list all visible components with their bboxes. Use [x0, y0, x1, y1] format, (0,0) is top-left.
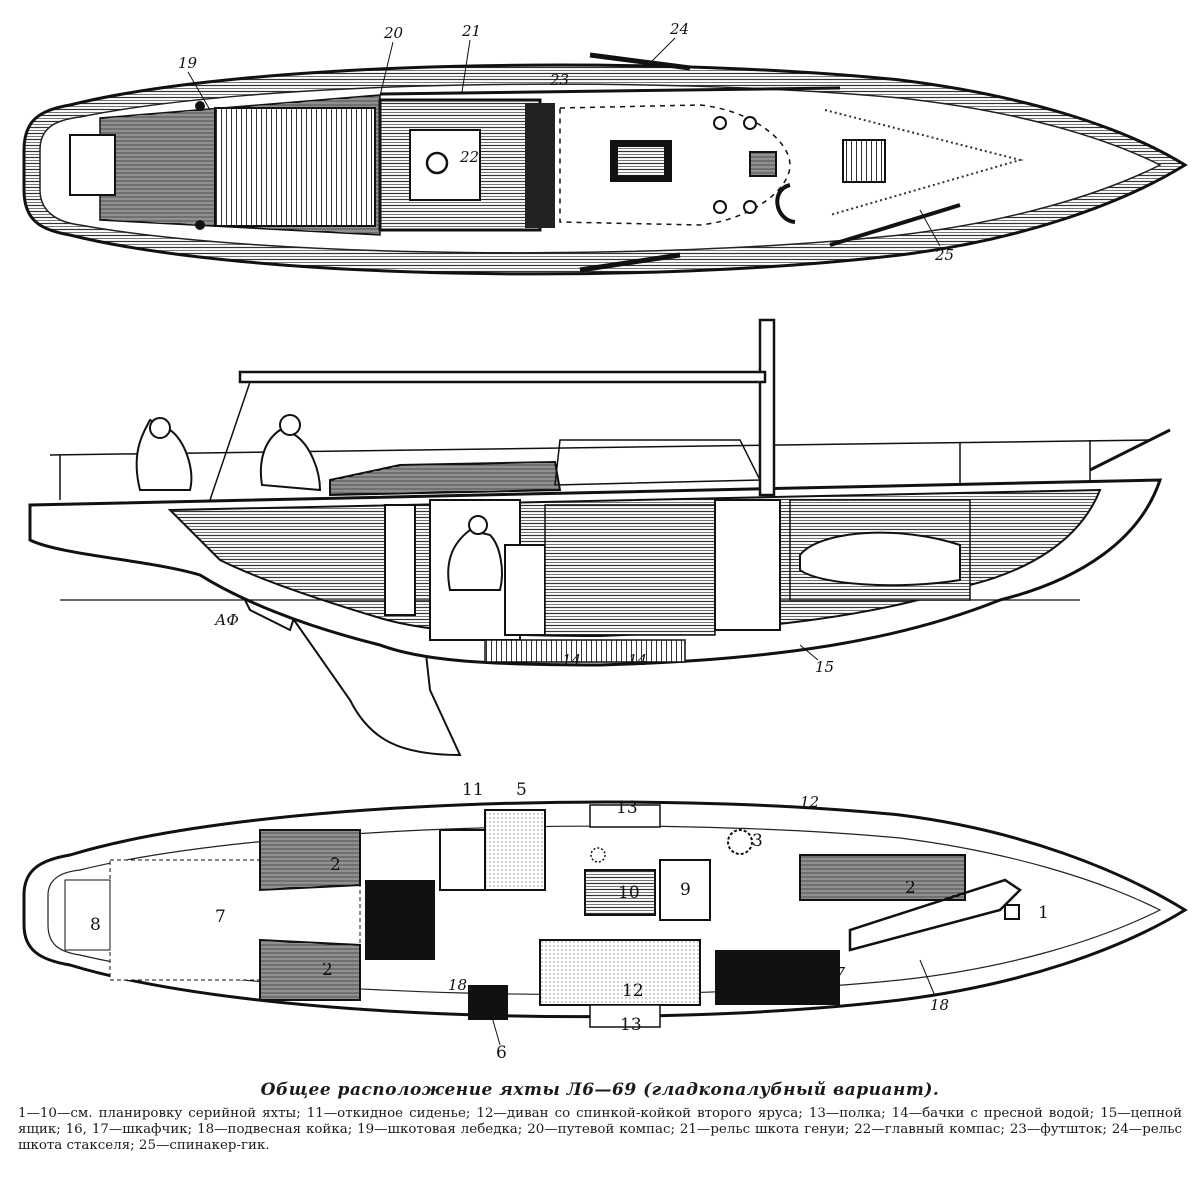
spinnaker-boom [824, 109, 1024, 216]
callout-5: 5 [516, 780, 527, 800]
bow-hatch [842, 139, 886, 183]
caption-legend: 1—10—см. планировку серийной яхты; 11—от… [18, 1106, 1182, 1153]
crew-head [149, 417, 171, 439]
callout-22: 22 [459, 148, 479, 166]
saloon-area [484, 809, 546, 891]
callout-20: 20 [383, 24, 404, 42]
callout-12-bottom: 12 [622, 981, 644, 1001]
staysail-rail-top [589, 52, 691, 71]
callout-25: 25 [934, 246, 954, 264]
mast-step [749, 151, 777, 177]
callout-8: 8 [90, 915, 101, 935]
winch-icon [195, 220, 205, 230]
callout-14: 14 [562, 651, 581, 669]
foredeck-outline [559, 104, 791, 226]
spinnaker-pole [829, 203, 961, 247]
callout-17-b: 17 [826, 964, 846, 982]
coachroof-right [525, 103, 555, 228]
main-compass-icon [425, 151, 449, 175]
fitting-icon [713, 116, 727, 130]
aft-locker [64, 879, 111, 951]
crew-member-seated [259, 428, 322, 492]
artist-signature: АФ [214, 611, 239, 629]
forward-berth-port [799, 854, 966, 901]
callout-16: 16 [757, 986, 777, 1004]
anchor-icon [775, 183, 796, 224]
callout-2-starboard: 2 [322, 960, 333, 980]
crew-head [468, 515, 488, 535]
crew-member-navigator [447, 528, 503, 591]
shelf-bottom [589, 1004, 661, 1028]
callout-11: 11 [462, 780, 484, 800]
lifeline [49, 439, 1151, 456]
callout-13: 13 [616, 798, 638, 818]
forward-hatch-inner [618, 147, 664, 175]
hammock [848, 878, 1022, 952]
callout-13-bottom: 13 [620, 1015, 642, 1035]
callout-15: 15 [815, 658, 834, 676]
callout-6: 6 [496, 1043, 507, 1063]
callout-2-port: 2 [330, 855, 341, 875]
callout-3: 3 [752, 831, 763, 851]
water-tanks [484, 639, 686, 663]
mainsheet [209, 381, 251, 501]
interior-cabinet [714, 499, 781, 631]
callout-18: 18 [930, 996, 949, 1014]
crew-member-helmsman [135, 418, 193, 491]
cabin-plan-view: 11 5 13 12 3 2 8 7 10 9 2 1 2 18 12 17 1… [22, 780, 1188, 1063]
callout-1: 1 [1038, 903, 1049, 923]
figure-caption: Общее расположение яхты Л6—69 (гладкопал… [0, 1080, 1200, 1154]
staysail-rail-bottom [579, 252, 681, 273]
callout-21: 21 [461, 22, 481, 40]
callout-10: 10 [618, 883, 640, 903]
cockpit-well [214, 107, 376, 227]
mast-step-icon [727, 829, 753, 855]
settee-port [259, 829, 361, 892]
side-profile-view: 14 14 15 АФ [28, 318, 1171, 757]
callout-12: 12 [800, 793, 819, 811]
callout-23: 23 [549, 71, 569, 89]
companionway-ladder [384, 504, 416, 616]
fitting-icon [713, 200, 727, 214]
callout-7: 7 [215, 907, 226, 927]
saloon-table [584, 869, 656, 916]
dinette [539, 939, 701, 1006]
hatch-icon [590, 847, 606, 863]
fitting-icon [743, 116, 757, 130]
genoa-rail [379, 86, 841, 96]
wc [659, 859, 711, 921]
aft-hatch [69, 134, 116, 196]
caption-title: Общее расположение яхты Л6—69 (гладкопал… [260, 1080, 940, 1100]
navigation-table [439, 829, 486, 891]
galley-block [365, 880, 435, 960]
callout-9: 9 [680, 880, 691, 900]
winch-icon [195, 101, 205, 111]
callout-2-fwd: 2 [905, 878, 916, 898]
fitting-icon [743, 200, 757, 214]
chain-locker [1004, 904, 1020, 920]
sleeping-person [799, 531, 961, 587]
settee-starboard [259, 938, 361, 1001]
callout-14-alt: 14 [628, 651, 647, 669]
stove-icon [468, 985, 508, 1020]
callout-17-a: 17 [790, 964, 810, 982]
callout-18-aft: 18 [448, 976, 467, 994]
lockers [715, 950, 840, 1005]
cabin-trunk [329, 460, 562, 497]
mast [758, 318, 776, 497]
interior-bulkhead [544, 504, 716, 636]
shelf-top [589, 804, 661, 828]
bow-pulpit [1089, 428, 1171, 472]
boom [238, 370, 767, 384]
crew-head [279, 414, 301, 436]
yacht-general-arrangement-drawing: 19 20 21 24 23 22 25 [22, 20, 1188, 1063]
deck-plan-view: 19 20 21 24 23 22 25 [22, 20, 1188, 276]
callout-24: 24 [669, 20, 689, 38]
callout-19: 19 [178, 54, 198, 72]
galley-cabinet [504, 544, 546, 636]
